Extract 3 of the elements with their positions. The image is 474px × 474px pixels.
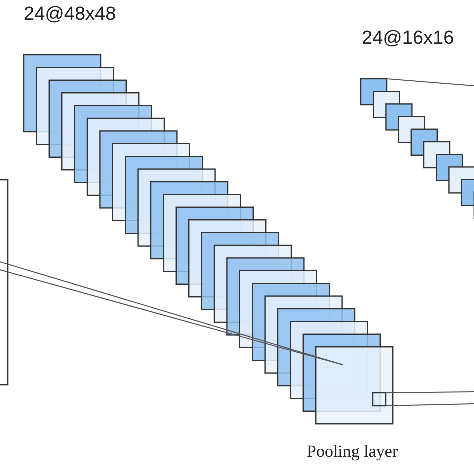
layer-size-label: 24@48x48 [24, 4, 116, 26]
layer-size-label: 24@16x16 [362, 28, 454, 50]
layer-name-label: Pooling layer [307, 442, 398, 462]
